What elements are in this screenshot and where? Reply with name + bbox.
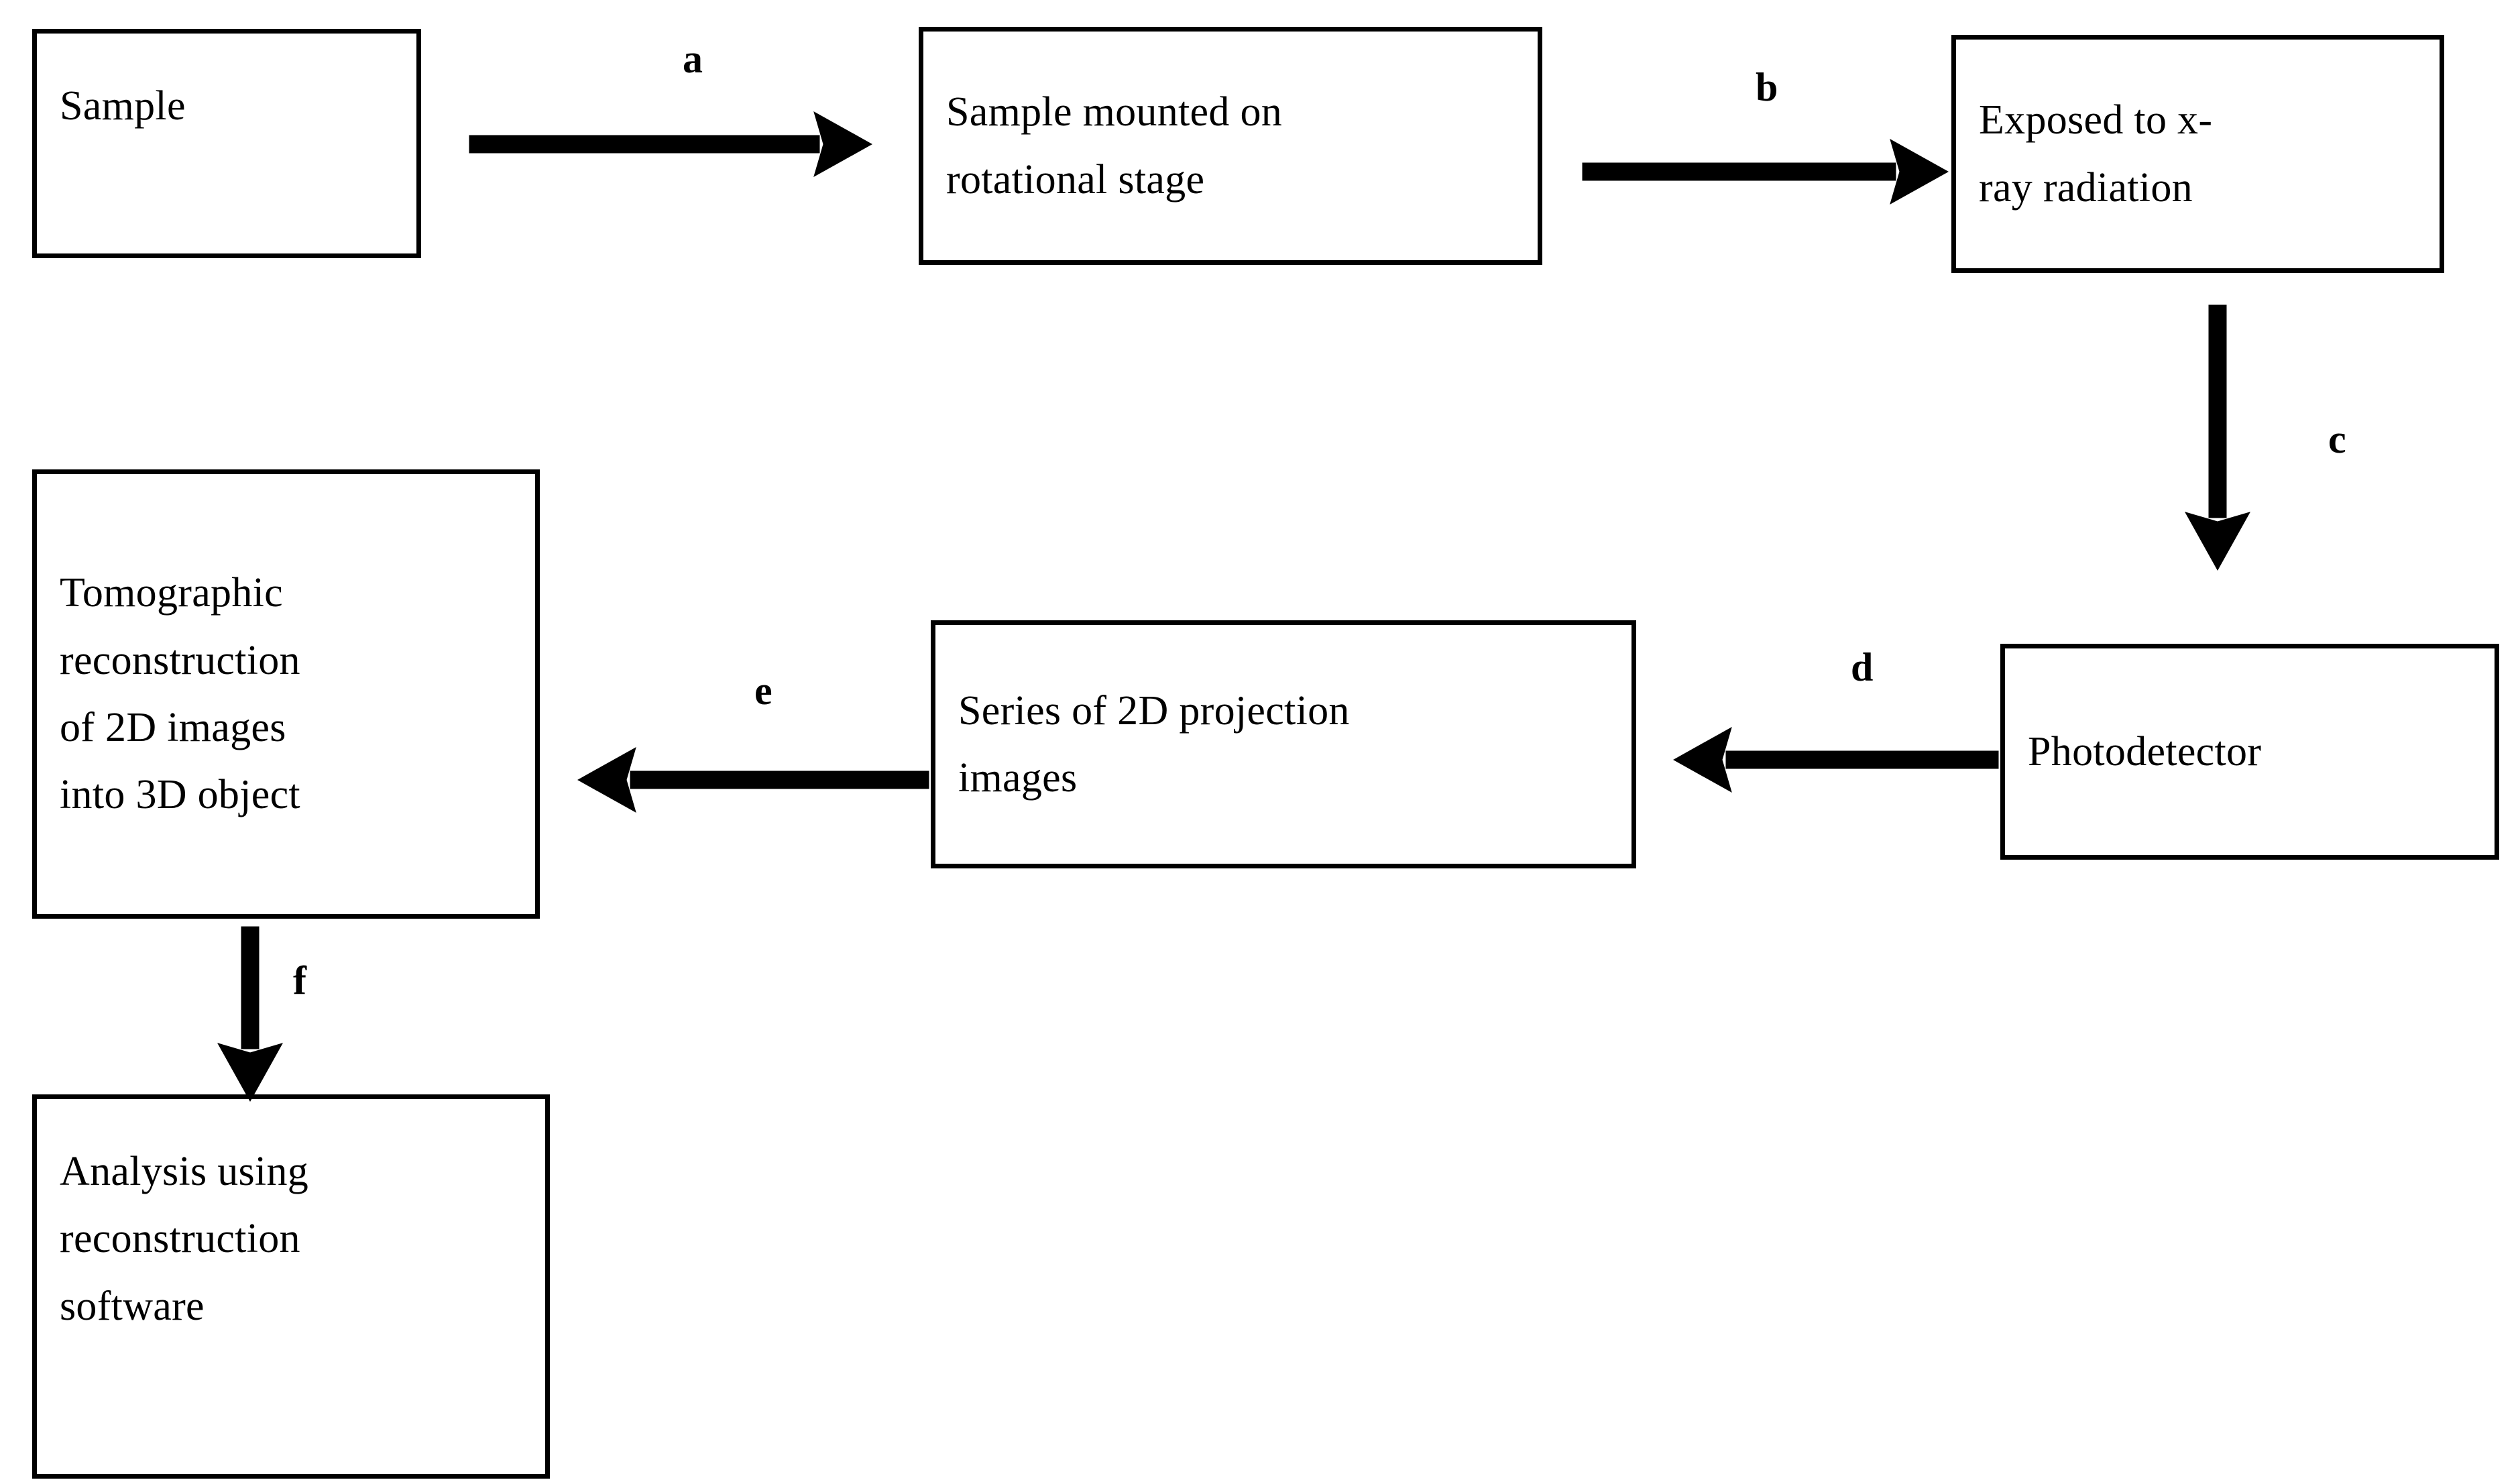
arrow-e-stem bbox=[630, 770, 929, 789]
arrow-c-stem bbox=[2208, 304, 2227, 518]
arrow-b bbox=[1582, 138, 1949, 205]
node-analysis-using-reconstruction-software[interactable]: Analysis using reconstruction software bbox=[32, 1094, 550, 1479]
arrow-e bbox=[577, 746, 929, 813]
arrow-f bbox=[217, 926, 284, 1102]
node-sample-mounted-on-rotational-stage[interactable]: Sample mounted on rotational stage bbox=[919, 27, 1542, 265]
arrow-d-stem bbox=[1725, 750, 1999, 769]
arrow-b-head-icon bbox=[1890, 138, 1949, 205]
edge-label-a: a bbox=[683, 37, 703, 81]
edge-label-d: d bbox=[1851, 645, 1874, 689]
edge-label-c: c bbox=[2328, 417, 2346, 461]
node-sample[interactable]: Sample bbox=[32, 29, 421, 258]
node-photodetector[interactable]: Photodetector bbox=[2000, 644, 2499, 860]
node-analysis-label: Analysis using reconstruction software bbox=[60, 1149, 309, 1329]
arrow-f-head-icon bbox=[217, 1043, 284, 1102]
node-series-of-2d-projection-images[interactable]: Series of 2D projection images bbox=[931, 620, 1636, 868]
node-tomographic-reconstruction[interactable]: Tomographic reconstruction of 2D images … bbox=[32, 469, 540, 919]
arrow-d bbox=[1672, 726, 1999, 793]
arrow-c-head-icon bbox=[2184, 512, 2251, 571]
arrow-e-head-icon bbox=[577, 746, 636, 813]
edge-label-f: f bbox=[293, 958, 306, 1003]
arrow-a-head-icon bbox=[813, 111, 873, 178]
node-projections-label: Series of 2D projection images bbox=[958, 687, 1350, 801]
arrow-b-stem bbox=[1582, 162, 1896, 181]
edge-label-e: e bbox=[754, 669, 772, 713]
node-tomographic-label: Tomographic reconstruction of 2D images … bbox=[60, 570, 300, 818]
arrow-a bbox=[469, 111, 873, 178]
edge-label-b: b bbox=[1756, 65, 1778, 109]
node-sample-label: Sample bbox=[60, 83, 186, 129]
arrow-c bbox=[2184, 304, 2251, 571]
node-mounted-label: Sample mounted on rotational stage bbox=[946, 89, 1283, 203]
node-exposed-label: Exposed to x- ray radiation bbox=[1979, 97, 2213, 211]
arrow-f-stem bbox=[241, 926, 260, 1049]
arrow-d-head-icon bbox=[1672, 726, 1732, 793]
node-photodetector-label: Photodetector bbox=[2028, 728, 2262, 775]
arrow-a-stem bbox=[469, 135, 820, 154]
node-exposed-to-xray-radiation[interactable]: Exposed to x- ray radiation bbox=[1951, 35, 2444, 273]
